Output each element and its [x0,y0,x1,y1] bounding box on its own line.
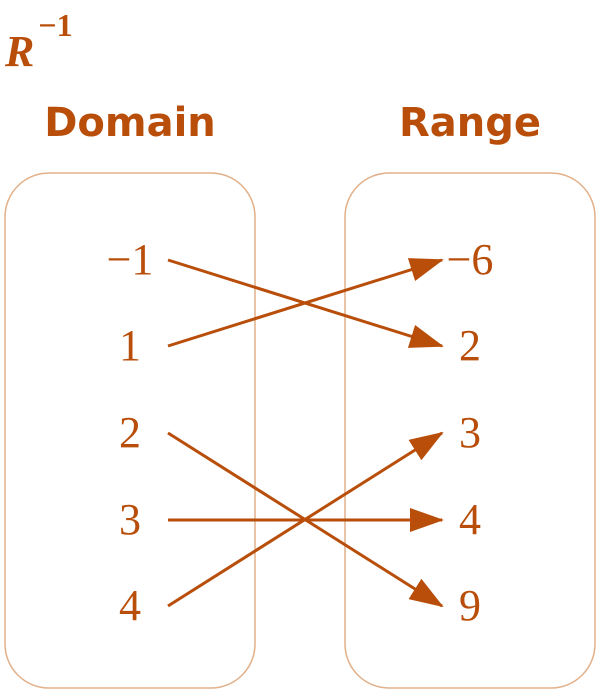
domain-value: 2 [119,408,141,457]
range-heading: Range [399,100,541,146]
mapping-arrow [167,258,444,348]
range-value: 2 [459,321,481,370]
mapping-arrow [167,431,444,608]
domain-value: 3 [119,495,141,544]
domain-values: −1 1 2 3 4 [107,235,154,630]
range-value: 3 [459,408,481,457]
range-values: −6 2 3 4 9 [447,235,494,630]
domain-value: −1 [107,235,154,284]
relation-symbol: R [4,27,34,76]
domain-value: 1 [119,321,141,370]
domain-value: 4 [119,581,141,630]
range-value: 9 [459,581,481,630]
domain-heading: Domain [44,100,216,146]
domain-box [4,172,256,689]
range-value: −6 [447,235,494,284]
range-box [344,172,596,689]
relation-title: R−1 [4,7,73,76]
range-value: 4 [459,495,481,544]
relation-superscript: −1 [38,7,72,43]
mapping-arrows [167,258,444,608]
